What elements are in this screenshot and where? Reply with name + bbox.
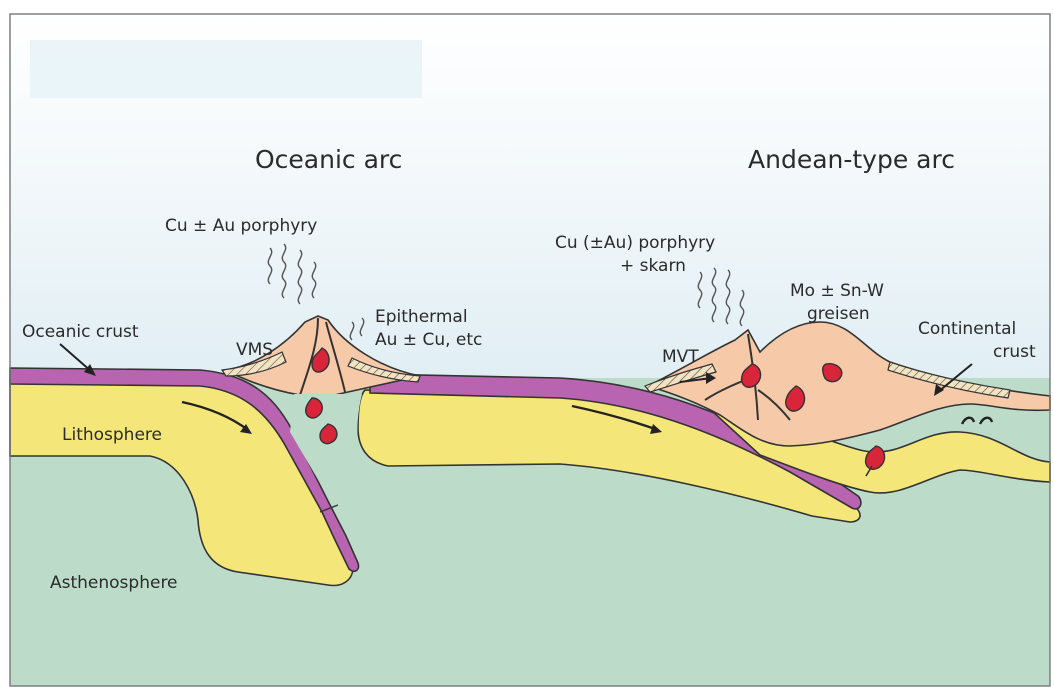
epithermal-label-line1: Epithermal (375, 307, 468, 327)
cu-au-porphyry-label: Cu ± Au porphyry (165, 216, 317, 236)
lithosphere-label: Lithosphere (62, 425, 162, 445)
mo-sn-w-label-line2: greisen (807, 304, 870, 324)
vms-label: VMS (236, 340, 273, 360)
asthenosphere-label: Asthenosphere (50, 573, 178, 593)
mvt-label: MVT (662, 347, 699, 367)
cu-au-skarn-label-line2: + skarn (620, 256, 686, 276)
mo-sn-w-label-line1: Mo ± Sn-W (790, 281, 884, 301)
epithermal-label-line2: Au ± Cu, etc (375, 330, 482, 350)
oceanic-arc-title: Oceanic arc (255, 145, 402, 174)
oceanic-crust-label: Oceanic crust (22, 322, 139, 342)
sky-tint-block (30, 40, 422, 98)
andean-arc-title: Andean-type arc (748, 145, 955, 174)
continental-crust-label-line1: Continental (918, 319, 1016, 339)
continental-crust-label-line2: crust (993, 342, 1036, 362)
cu-au-skarn-label-line1: Cu (±Au) porphyry (555, 233, 715, 253)
magma-blob (823, 364, 842, 382)
